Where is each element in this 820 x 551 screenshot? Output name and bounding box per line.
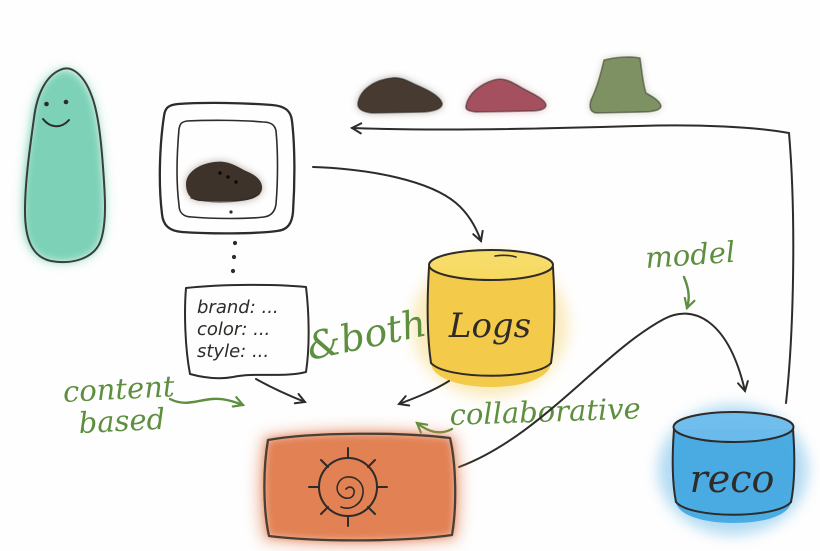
logs-label: Logs xyxy=(448,306,531,346)
frame-outer-border xyxy=(158,101,296,235)
dark-shoe-icon xyxy=(357,77,443,114)
frame-shoe-lace-dot xyxy=(226,175,230,179)
dot xyxy=(230,268,236,274)
frame-shoe-body xyxy=(186,161,263,201)
red-shoe-outline xyxy=(465,78,547,113)
logs-cylinder: Logs xyxy=(412,249,568,397)
dark-shoe-body xyxy=(357,77,443,113)
person-outline xyxy=(24,67,106,264)
viewed-item-frame xyxy=(158,101,296,235)
frame-shoe-dot xyxy=(229,210,233,214)
both-label: &both xyxy=(303,301,430,369)
arrow-engine-to-reco-model xyxy=(458,312,749,468)
arrow-logs-to-engine xyxy=(397,380,450,407)
content-based-pointer-arrow xyxy=(168,396,246,408)
viewed-item-to-attributes-dotted xyxy=(230,240,238,274)
logs-body-fill xyxy=(428,267,554,387)
dot xyxy=(231,254,237,260)
reco-label: reco xyxy=(690,457,775,501)
gear-tooth xyxy=(367,506,376,515)
model-label: model xyxy=(644,235,736,275)
person-smile xyxy=(42,118,70,128)
reco-side-left xyxy=(671,428,677,503)
content-based-annotation: content based xyxy=(62,369,175,440)
engine-outline xyxy=(263,432,457,542)
green-boot-icon xyxy=(589,56,662,114)
engine-box xyxy=(256,428,462,547)
green-boot-body xyxy=(590,56,661,113)
attributes-note: brand: ... color: ... style: ... xyxy=(184,283,310,380)
gear-tooth xyxy=(320,506,329,515)
frame-shoe-lace-dot xyxy=(218,171,222,175)
logs-top-fill xyxy=(429,250,553,280)
shoe-in-frame-icon xyxy=(186,161,263,214)
recommended-shoes-row xyxy=(357,56,662,114)
dot xyxy=(232,240,238,246)
gear-tooth xyxy=(320,459,329,468)
reco-body-fill xyxy=(673,429,794,523)
person-body-fill xyxy=(24,70,104,262)
reco-top-outline xyxy=(672,411,795,443)
person-eye-right xyxy=(63,99,69,105)
engine-body-fill xyxy=(264,433,456,541)
arrow-attributes-to-engine xyxy=(255,378,307,405)
note-sheet xyxy=(184,283,310,380)
logs-top-notch xyxy=(494,254,517,258)
note-line-style: style: ... xyxy=(197,341,269,362)
model-pointer-arrow xyxy=(682,275,696,311)
logs-side-right xyxy=(550,266,556,364)
reco-bottom-arc xyxy=(675,501,792,516)
frame-shoe-sole xyxy=(190,193,260,203)
green-boot-outline xyxy=(589,56,662,114)
dark-shoe-outline xyxy=(357,77,443,114)
reco-side-right xyxy=(790,428,796,503)
gear-spiral xyxy=(336,476,364,509)
person-figure xyxy=(24,67,106,264)
logs-bottom-arc xyxy=(430,362,552,377)
collaborative-label: collaborative xyxy=(449,391,641,432)
logs-side-left xyxy=(426,266,432,364)
person-eye-left xyxy=(44,101,49,107)
gear-tooth xyxy=(367,459,376,468)
reco-cylinder: reco xyxy=(658,405,808,535)
frame-inner-border xyxy=(176,119,279,220)
content-based-label-line2: based xyxy=(78,402,166,440)
arrow-viewed-item-to-logs xyxy=(312,166,484,243)
reco-top-fill xyxy=(673,412,794,442)
gear-icon xyxy=(308,447,388,527)
red-heeled-shoe-icon xyxy=(465,78,547,113)
content-based-label-line1: content xyxy=(62,369,175,409)
logs-top-outline xyxy=(428,249,554,281)
red-shoe-body xyxy=(465,79,546,112)
frame-shoe-lace-dot xyxy=(234,180,238,184)
note-line-color: color: ... xyxy=(197,319,270,340)
arrow-reco-loop-to-viewed-item xyxy=(349,122,795,404)
note-line-brand: brand: ... xyxy=(197,297,279,318)
